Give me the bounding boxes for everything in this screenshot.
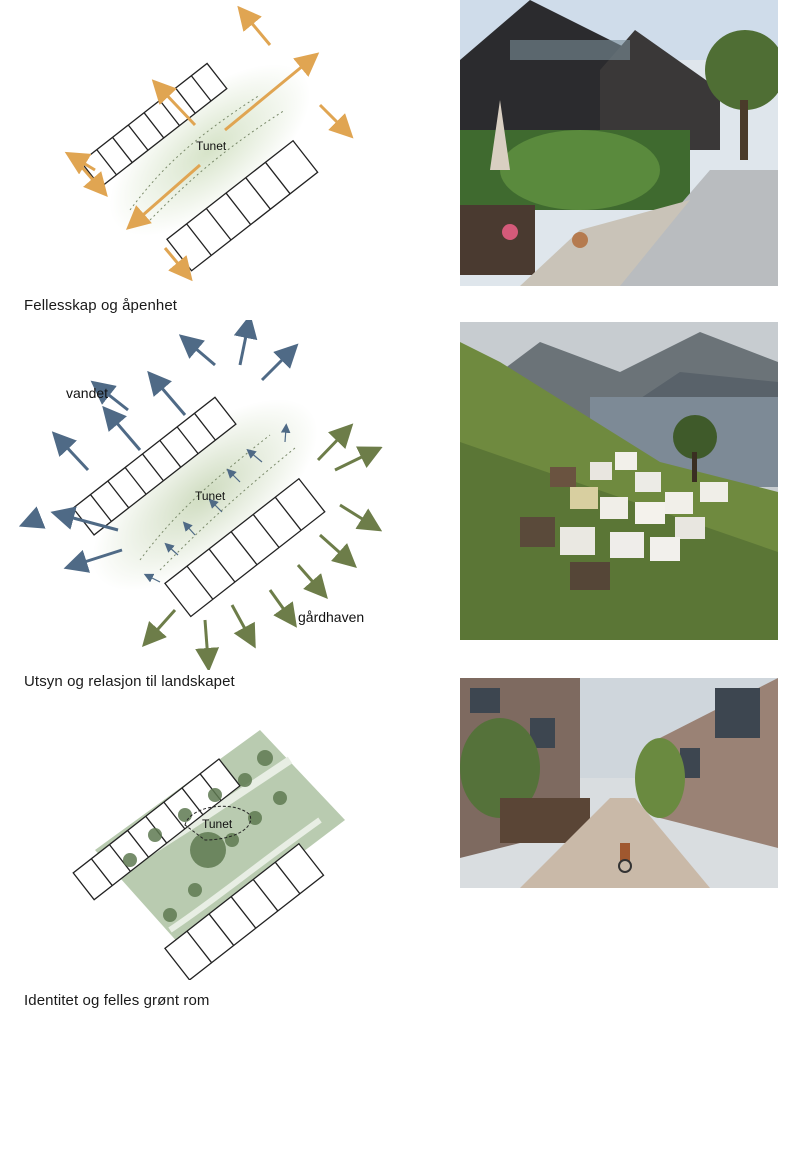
label-vandet: vandet [66, 385, 108, 401]
label-tunet: Tunet [196, 139, 227, 153]
courtyard-zone [92, 399, 318, 591]
fjord-village-photo [460, 322, 778, 640]
diagram-utsyn: vandet Tunet gårdhaven [0, 314, 430, 672]
label-gardhaven: gårdhaven [298, 609, 364, 625]
blue-arrows [18, 314, 299, 573]
building-row-bottom [166, 139, 319, 272]
orange-arrows [64, 5, 354, 282]
diagram-identitet: Tunet [0, 700, 430, 981]
diagram-fellesskap: Tunet [0, 0, 430, 290]
courtyard-zone [109, 64, 311, 236]
label-tunet: Tunet [202, 817, 233, 831]
caption-utsyn: Utsyn og relasjon til landskapet [24, 673, 235, 690]
caption-identitet: Identitet og felles grønt rom [24, 992, 210, 1009]
village-houses [520, 452, 728, 590]
label-tunet: Tunet [195, 489, 226, 503]
courtyard-terraced-houses-photo [460, 0, 778, 286]
brick-street-photo [460, 678, 778, 888]
green-arrows [142, 423, 383, 672]
building-row-bottom [164, 842, 325, 981]
trees [123, 750, 287, 922]
caption-fellesskap: Fellesskap og åpenhet [24, 297, 178, 314]
building-row-bottom [164, 477, 326, 618]
